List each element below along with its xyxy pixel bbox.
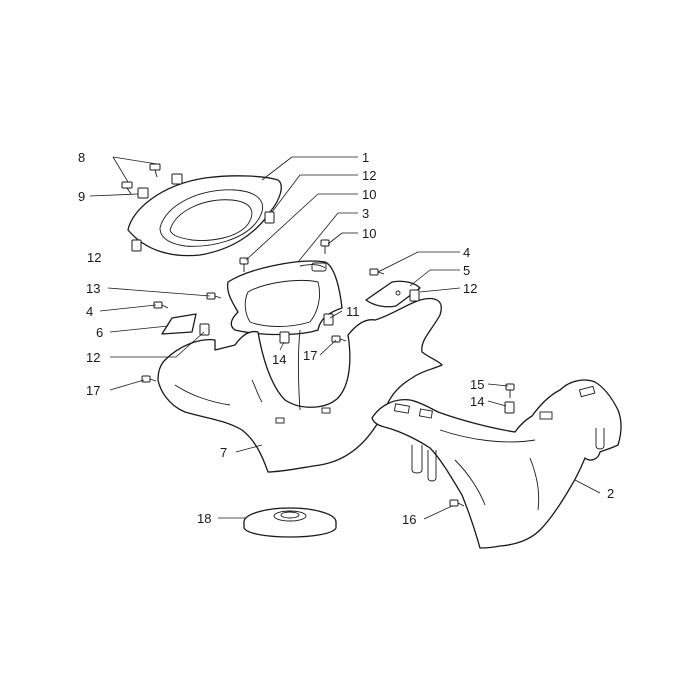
callout-9: 9 bbox=[78, 189, 85, 204]
part-7-front-cover bbox=[157, 297, 443, 473]
callout-5: 5 bbox=[463, 263, 470, 278]
screw-8a bbox=[149, 163, 161, 178]
clip-12-top bbox=[264, 211, 275, 224]
clip-9 bbox=[137, 187, 149, 199]
screw-8b bbox=[121, 181, 133, 195]
screw-15 bbox=[505, 383, 515, 398]
clip-14b bbox=[504, 401, 515, 414]
callout-8: 8 bbox=[78, 150, 85, 165]
callout-6: 6 bbox=[96, 325, 103, 340]
callout-4-b: 4 bbox=[86, 304, 93, 319]
part-6-bracket bbox=[161, 313, 197, 335]
callout-10-a: 10 bbox=[362, 187, 376, 202]
callout-13: 13 bbox=[86, 281, 100, 296]
part-5-bracket bbox=[365, 280, 421, 308]
clip-14a bbox=[279, 331, 290, 344]
callout-15: 15 bbox=[470, 377, 484, 392]
screw-17b bbox=[141, 375, 157, 383]
callout-4-a: 4 bbox=[463, 245, 470, 260]
callout-18: 18 bbox=[197, 511, 211, 526]
clip-11 bbox=[323, 313, 334, 326]
callout-17-b: 17 bbox=[86, 383, 100, 398]
callout-7: 7 bbox=[220, 445, 227, 460]
screw-17a bbox=[331, 335, 347, 343]
part-18-disc bbox=[243, 507, 337, 538]
callout-12-c: 12 bbox=[463, 281, 477, 296]
screw-16 bbox=[449, 499, 465, 507]
clips bbox=[131, 173, 515, 414]
callout-3: 3 bbox=[362, 206, 369, 221]
clip-12-right bbox=[409, 289, 420, 302]
part-3-instrument-panel bbox=[226, 260, 343, 336]
clip-12-lower bbox=[199, 323, 210, 336]
callout-14-b: 14 bbox=[470, 394, 484, 409]
clip-12-left bbox=[131, 239, 142, 252]
callout-11: 11 bbox=[346, 304, 360, 319]
callout-14-a: 14 bbox=[272, 352, 286, 367]
callout-12-d: 12 bbox=[86, 350, 100, 365]
callout-2: 2 bbox=[607, 486, 614, 501]
callout-12-b: 12 bbox=[87, 250, 101, 265]
callout-1: 1 bbox=[362, 150, 369, 165]
callout-12-a: 12 bbox=[362, 168, 376, 183]
callouts: 8 9 1 12 10 3 10 12 4 5 12 13 4 6 11 14 … bbox=[78, 150, 614, 527]
clip-8 bbox=[171, 173, 183, 185]
leader-lines bbox=[89, 156, 601, 520]
screw-10a bbox=[239, 257, 249, 272]
callout-16: 16 bbox=[402, 512, 416, 527]
part-1-instrument-cover bbox=[127, 175, 282, 257]
screw-4b bbox=[153, 301, 169, 309]
callout-17-a: 17 bbox=[303, 348, 317, 363]
screw-10b bbox=[320, 239, 330, 254]
part-2-rear-cover bbox=[371, 379, 622, 549]
callout-10-b: 10 bbox=[362, 226, 376, 241]
